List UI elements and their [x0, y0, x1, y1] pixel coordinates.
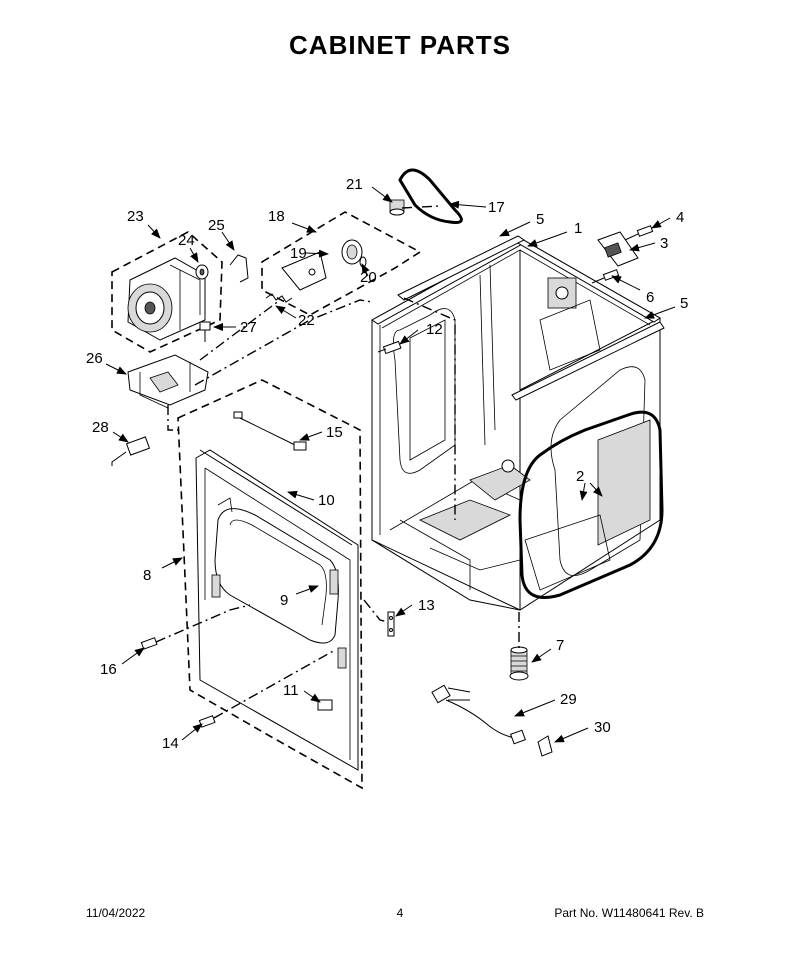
callout-9: 9 — [280, 592, 288, 609]
bracket-part-3 — [597, 231, 639, 267]
power-cord-part-29 — [431, 684, 526, 745]
callout-20: 20 — [360, 269, 377, 286]
callout-6: 6 — [646, 289, 654, 306]
callout-24: 24 — [178, 232, 195, 249]
callout-3: 3 — [660, 235, 668, 252]
callout-27: 27 — [240, 319, 257, 336]
idler-assembly-boundary — [261, 211, 422, 316]
callout-30: 30 — [594, 719, 611, 736]
callout-21: 21 — [346, 176, 363, 193]
callout-17: 17 — [488, 199, 505, 216]
callout-19: 19 — [290, 245, 307, 262]
footer-page-number: 4 — [396, 906, 404, 920]
gasket-part-2 — [518, 410, 664, 599]
screw-part-16 — [140, 637, 158, 650]
footer-date: 11/04/2022 — [86, 906, 146, 920]
harness-part-15 — [233, 411, 307, 451]
motor-part-23 — [127, 257, 206, 341]
callout-labels: 1 2 3 4 5 5 6 7 8 9 10 11 12 13 14 15 16… — [86, 176, 688, 752]
motor-mount-part-26 — [127, 354, 209, 409]
badge-part-11 — [317, 699, 333, 711]
spring-part-22 — [265, 293, 293, 303]
door-part-9 — [229, 519, 327, 626]
screw-part-12 — [377, 340, 402, 355]
callout-23: 23 — [127, 208, 144, 225]
door-switch-part-28 — [111, 436, 151, 466]
pulley-part-21 — [389, 199, 405, 216]
motor-boundary — [111, 231, 223, 353]
footer-part-number: Part No. W11480641 Rev. B — [554, 906, 704, 920]
callout-7: 7 — [556, 637, 564, 654]
bearing-part-24 — [195, 264, 209, 280]
idler-bracket-part-19 — [281, 251, 327, 291]
front-panel-part-8 — [195, 449, 359, 771]
screw-part-4 — [624, 225, 654, 241]
screw-part-6 — [591, 269, 620, 284]
callout-28: 28 — [92, 419, 109, 436]
callout-2: 2 — [576, 468, 584, 485]
callout-5-right: 5 — [680, 295, 688, 312]
leader-lines — [105, 186, 676, 743]
callout-4: 4 — [676, 209, 684, 226]
callout-25: 25 — [208, 217, 225, 234]
page-title: CABINET PARTS — [289, 30, 511, 60]
strike-part-13 — [387, 611, 395, 637]
callout-22: 22 — [298, 312, 315, 329]
door-seal-part-10 — [199, 449, 353, 546]
idler-pulley-part-20 — [341, 239, 367, 268]
strain-relief-part-30 — [537, 735, 553, 757]
callout-10: 10 — [318, 492, 335, 509]
drive-belt-part-17 — [398, 168, 463, 224]
callout-5-top: 5 — [536, 211, 544, 228]
callout-29: 29 — [560, 691, 577, 708]
cabinet — [371, 235, 665, 611]
callout-8: 8 — [143, 567, 151, 584]
clip-part-25 — [229, 254, 249, 283]
screw-part-14 — [198, 715, 216, 728]
screw-part-27 — [199, 321, 211, 342]
front-panel-boundary — [177, 379, 363, 790]
callout-13: 13 — [418, 597, 435, 614]
callout-16: 16 — [100, 661, 117, 678]
callout-14: 14 — [162, 735, 179, 752]
leveling-leg-part-7 — [509, 646, 529, 681]
callout-15: 15 — [326, 424, 343, 441]
callout-11: 11 — [283, 682, 299, 699]
callout-12: 12 — [426, 321, 443, 338]
callout-18: 18 — [268, 208, 285, 225]
callout-26: 26 — [86, 350, 103, 367]
callout-1: 1 — [574, 220, 582, 237]
